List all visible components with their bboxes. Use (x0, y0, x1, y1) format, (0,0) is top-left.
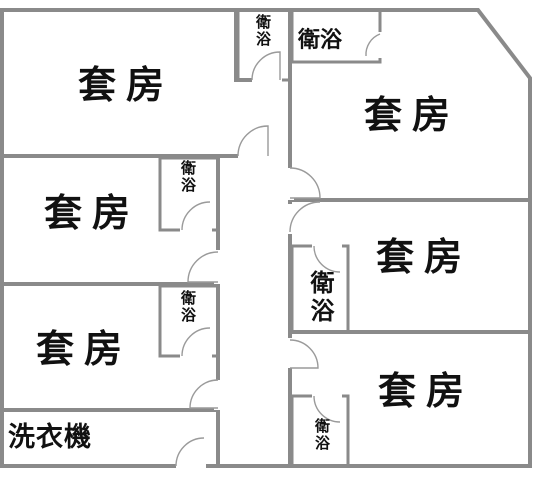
door-gap (180, 352, 212, 360)
bathroom-label: 衛浴 (306, 270, 334, 326)
door-arc (237, 125, 269, 157)
bathroom-label: 衛浴 (254, 14, 272, 48)
door-arc (313, 395, 341, 423)
door-gap (312, 242, 342, 250)
bathroom-label: 衛浴 (179, 160, 197, 194)
door-arc (289, 167, 321, 199)
suite-label: 套房 (378, 369, 475, 413)
door-arc (251, 51, 281, 81)
door-gap (286, 338, 294, 368)
door-arc (175, 437, 205, 467)
suite-label: 套房 (376, 235, 473, 279)
door-gap (214, 250, 222, 284)
door-gap (214, 380, 222, 410)
door-arc (189, 379, 219, 409)
door-arc (313, 245, 341, 273)
bathroom-label: 衛浴 (313, 418, 331, 452)
bathroom-label: 衛浴 (179, 290, 197, 324)
door-gap (176, 460, 206, 470)
door-arc (187, 251, 219, 283)
door-arc (181, 327, 211, 357)
door-arc (181, 201, 211, 231)
door-arc (289, 339, 319, 369)
door-gap (312, 392, 342, 400)
suite-label: 套房 (364, 93, 461, 137)
door-arc (289, 201, 321, 233)
door-arc (365, 33, 381, 57)
suite-label: 套房 (78, 63, 175, 107)
door-gap (364, 32, 382, 58)
door-gap (286, 168, 294, 200)
laundry-label: 洗衣機 (8, 422, 92, 453)
bathroom-label: 衛浴 (298, 28, 343, 53)
door-gap (180, 226, 212, 234)
outer-wall (0, 8, 532, 468)
door-gap (286, 204, 294, 234)
suite-label: 套房 (44, 191, 141, 235)
suite-label: 套房 (36, 327, 133, 371)
